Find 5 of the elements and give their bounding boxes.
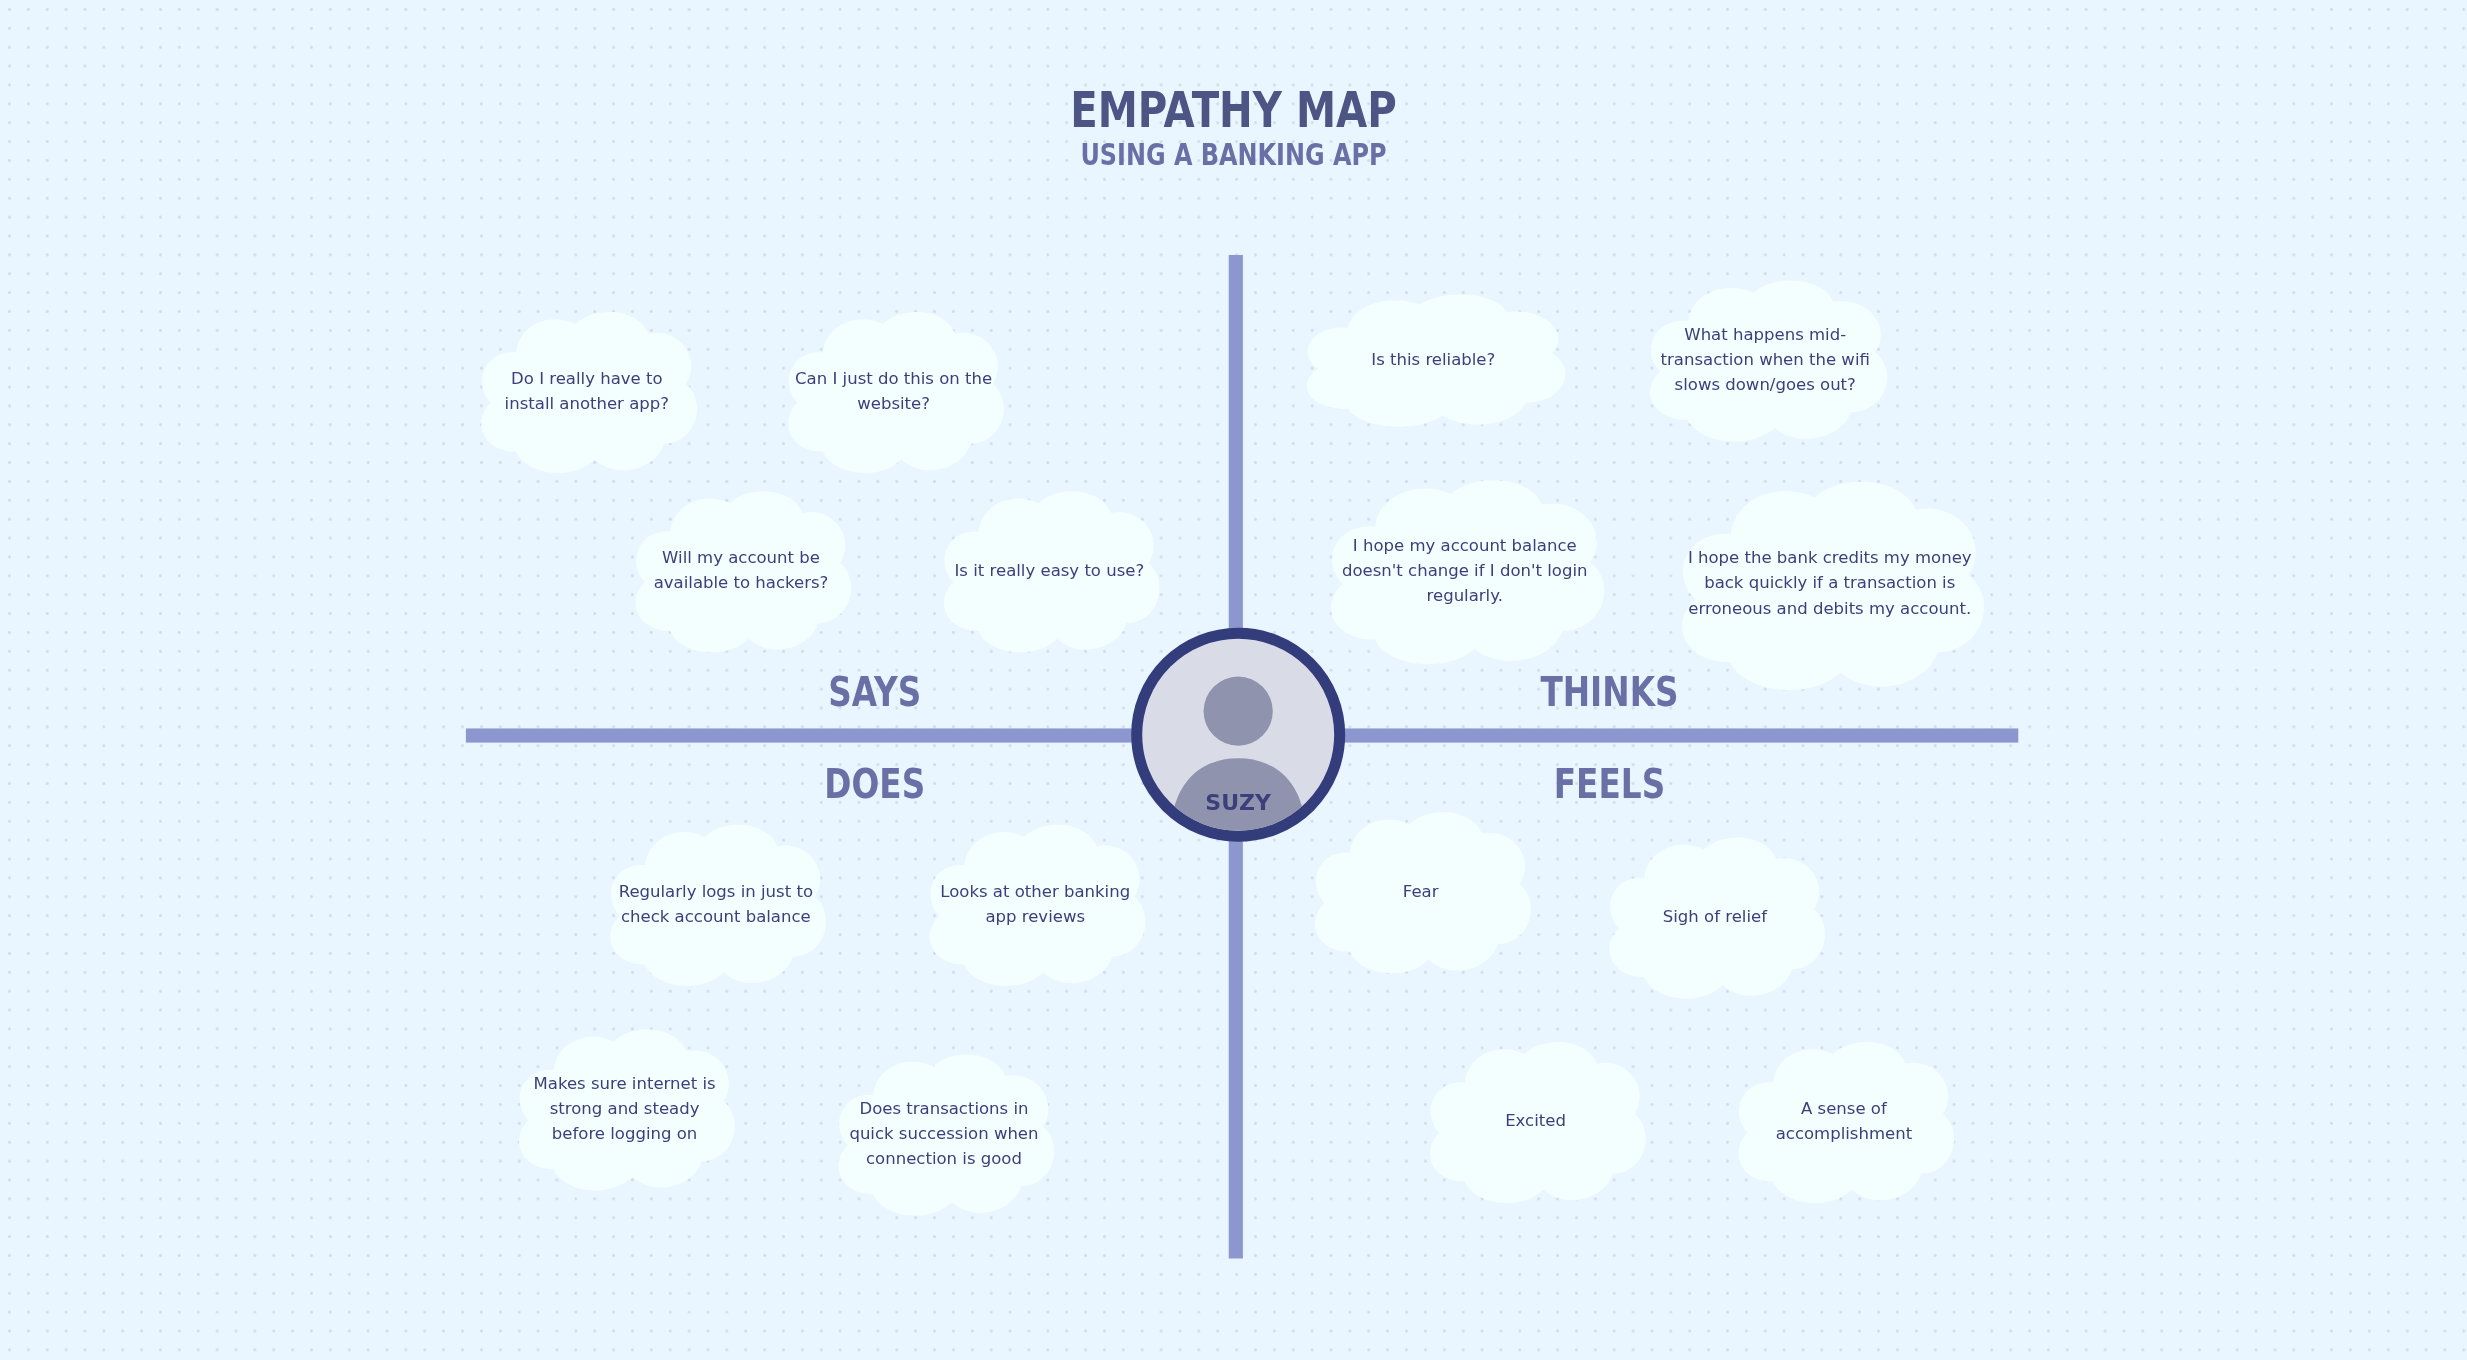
- avatar-circle: SUZY: [1131, 627, 1346, 842]
- quadrant-label: THINKS: [1540, 668, 1679, 716]
- quadrant-label: DOES: [824, 759, 926, 808]
- quadrant-label: FEELS: [1553, 759, 1666, 808]
- quadrant-label: SAYS: [828, 668, 922, 716]
